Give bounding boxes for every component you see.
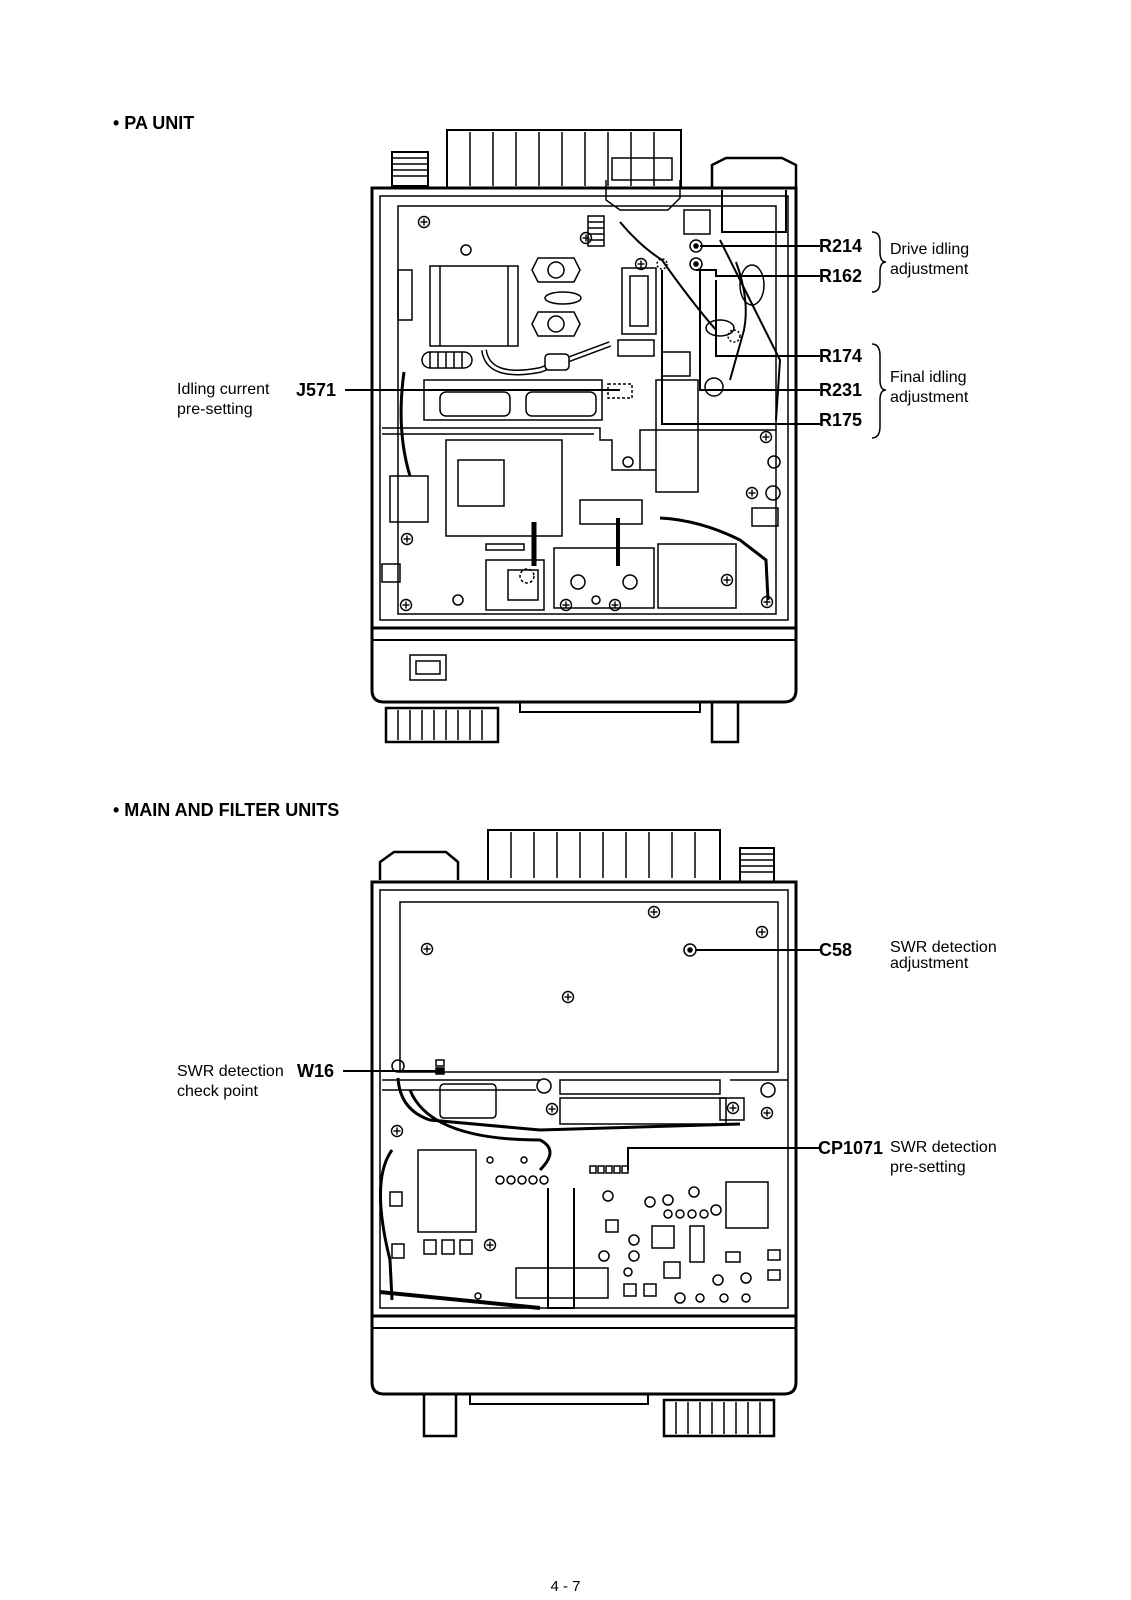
note-idling-current-line1: Idling current: [177, 381, 270, 398]
ref-r231: R231: [819, 380, 863, 400]
main-filter-title: • MAIN AND FILTER UNITS: [113, 800, 340, 820]
pa-unit-drawing: [370, 129, 798, 744]
page-number: 4 - 7: [550, 1578, 581, 1595]
ref-r214: R214: [819, 236, 863, 256]
note-swr-adjust-line1: SWR detection: [890, 939, 997, 956]
note-idling-current-line2: pre-setting: [177, 401, 253, 418]
ref-w16: W16: [297, 1061, 335, 1081]
note-final-idling-line2: adjustment: [890, 389, 969, 406]
note-drive-idling-line1: Drive idling: [890, 241, 970, 258]
pa-leader-lines: [345, 231, 887, 439]
note-swr-adjust-line2: adjustment: [890, 955, 969, 972]
note-swr-check-line1: SWR detection: [177, 1063, 284, 1080]
note-swr-check-line2: check point: [177, 1083, 258, 1100]
ref-cp1071: CP1071: [818, 1138, 884, 1158]
ref-r162: R162: [819, 266, 863, 286]
main-leader-lines: [343, 949, 820, 1170]
ref-r174: R174: [819, 346, 863, 366]
note-swr-preset-line1: SWR detection: [890, 1139, 997, 1156]
ref-j571: J571: [296, 380, 337, 400]
ref-c58: C58: [819, 940, 853, 960]
note-drive-idling-line2: adjustment: [890, 261, 969, 278]
main-filter-drawing: [370, 829, 798, 1438]
ref-r175: R175: [819, 410, 863, 430]
pa-unit-title: • PA UNIT: [113, 113, 195, 133]
note-swr-preset-line2: pre-setting: [890, 1159, 966, 1176]
note-final-idling-line1: Final idling: [890, 369, 967, 386]
